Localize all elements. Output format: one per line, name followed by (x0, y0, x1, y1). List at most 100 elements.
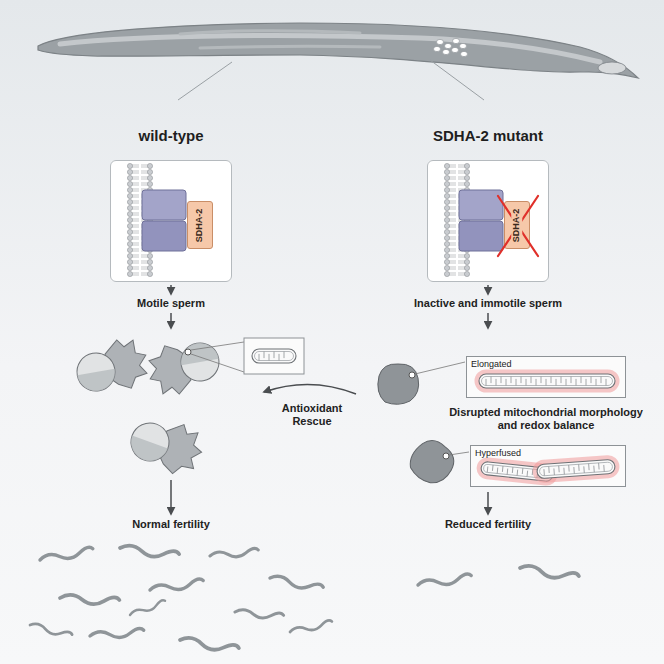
crista (274, 352, 275, 359)
adult-worm (38, 23, 638, 78)
progeny-worm (60, 594, 120, 606)
lipid-head (127, 241, 132, 246)
cell-body (378, 364, 419, 404)
lipid-head (464, 175, 469, 180)
lipid-head (464, 181, 469, 186)
inner-membrane (539, 462, 612, 476)
lipid-head (127, 211, 132, 216)
outer-membrane (252, 349, 296, 363)
crista (558, 466, 559, 473)
progeny-worm (235, 608, 284, 620)
lipid-head (464, 265, 469, 270)
lipid-head (127, 229, 132, 234)
lipid-tail (458, 273, 465, 275)
crista (553, 468, 554, 475)
lipid-head (127, 223, 132, 228)
complex-subunit (142, 221, 186, 251)
crista (591, 377, 592, 384)
crista (487, 466, 489, 472)
crista (259, 354, 260, 361)
lipid-head (147, 175, 152, 180)
lipid-tail (458, 183, 465, 185)
stage-label: Reduced fertility (418, 518, 558, 531)
stage-label: Motile sperm (106, 297, 236, 310)
lipid-head (464, 169, 469, 174)
lipid-head (444, 259, 449, 264)
progeny-worm (417, 573, 472, 588)
lipid-tail (141, 267, 148, 269)
lipid-head (444, 199, 449, 204)
lipid-head (147, 181, 152, 186)
lipid-head (444, 229, 449, 234)
panel-heading: SDHA-2 mutant (433, 127, 543, 144)
inset-label: Hyperfused (475, 448, 521, 458)
crista (521, 377, 522, 384)
lipid-tail (132, 261, 139, 263)
lipid-head (444, 169, 449, 174)
lipid-head (127, 187, 132, 192)
crista (526, 379, 527, 386)
lipid-head (127, 199, 132, 204)
crista (563, 468, 564, 475)
crista (546, 379, 547, 386)
lipid-tail (132, 165, 139, 167)
mitochondria-inset: Hyperfused (470, 445, 626, 487)
lipid-tail (132, 249, 139, 251)
rescue-arrow (264, 384, 356, 394)
outer-membrane (537, 459, 616, 478)
lipid-head (147, 163, 152, 168)
crista (601, 377, 602, 384)
lipid-tail (141, 183, 148, 185)
crista (502, 466, 504, 472)
panel-ground (110, 160, 232, 282)
crista (593, 466, 594, 473)
motile-sperm (125, 409, 209, 480)
lipid-tail (132, 213, 139, 215)
progeny-worm (90, 628, 144, 639)
progeny-worm (519, 564, 579, 583)
lipid-head (147, 271, 152, 276)
crista (516, 379, 517, 386)
cell-body-shade (77, 369, 118, 394)
crista (491, 377, 492, 384)
crista (269, 354, 270, 361)
lipid-head (444, 175, 449, 180)
lipid-tail (449, 219, 456, 221)
lipid-head (444, 265, 449, 270)
lipid-tail (458, 171, 465, 173)
lipid-tail (449, 249, 456, 251)
lipid-head (127, 265, 132, 270)
complex-subunit (142, 190, 186, 220)
lipid-tail (449, 231, 456, 233)
lipid-head (127, 193, 132, 198)
lipid-tail (132, 171, 139, 173)
outer-membrane (479, 374, 615, 388)
lipid-head (464, 259, 469, 264)
crista (531, 377, 532, 384)
lipid-head (444, 181, 449, 186)
cell-body (126, 418, 175, 467)
complex-panel: SDHA-2 mutantSDHA-2 (427, 160, 549, 282)
lipid-tail (132, 201, 139, 203)
lipid-head (127, 271, 132, 276)
rescue-label: Antioxidant Rescue (272, 402, 352, 428)
redox-glow (534, 457, 617, 481)
lipid-head (127, 163, 132, 168)
lipid-tail (132, 207, 139, 209)
lipid-tail (132, 189, 139, 191)
lipid-head (444, 241, 449, 246)
leader-line (191, 354, 244, 372)
lipid-head (444, 217, 449, 222)
crista (561, 377, 562, 384)
crista (507, 469, 509, 475)
subunit-label: SDHA-2 (512, 207, 523, 243)
crista (556, 379, 557, 386)
lipid-tail (132, 177, 139, 179)
immotile-sperm (378, 364, 419, 404)
motile-sperm (72, 335, 151, 397)
progeny-worm (289, 620, 333, 635)
crista (511, 377, 512, 384)
crista (496, 379, 497, 386)
